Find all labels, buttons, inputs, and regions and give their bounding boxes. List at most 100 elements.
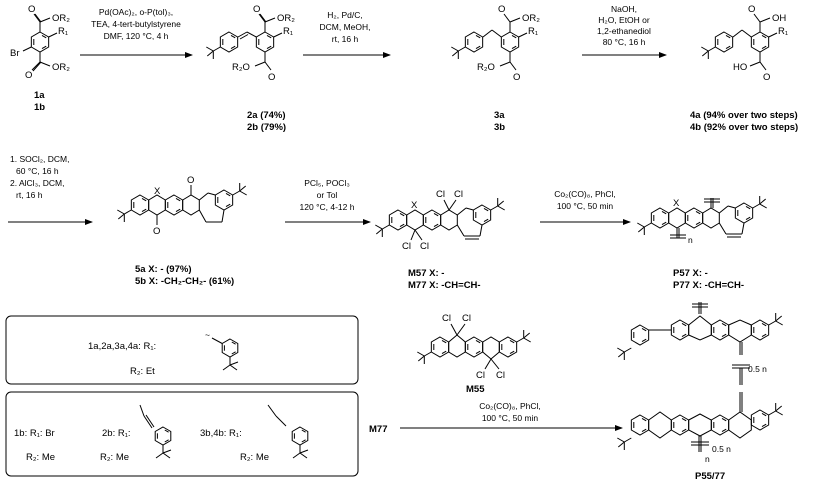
svg-text:O: O [763,72,770,83]
reagents-step-1: Pd(OAc)₂, o-P(tol)₃, TEA, 4-tert-butylst… [91,7,181,41]
svg-text:Cl: Cl [420,241,429,252]
svg-text:100 °C, 50 min: 100 °C, 50 min [557,201,614,211]
m77-reactant-label: M77 [369,424,387,435]
compound-m55: Cl Cl Cl Cl M55 [416,313,532,395]
svg-text:O: O [513,72,520,83]
svg-text:O: O [187,175,194,186]
legend-box-a-series [5,315,359,385]
svg-text:Pd(OAc)₂, o-P(tol)₃,: Pd(OAc)₂, o-P(tol)₃, [99,7,173,17]
svg-text:M77 X: -CH=CH-: M77 X: -CH=CH- [408,280,481,291]
svg-text:R₁: R₁ [778,26,788,37]
reagents-step-7: Co₂(CO)₈, PhCl, 100 °C, 50 min [479,401,541,423]
o-label: O [28,4,35,15]
svg-text:Cl: Cl [442,313,451,324]
svg-text:M57 X: -: M57 X: - [408,268,444,279]
legend-a-series: 1a,2a,3a,4a: R₁: ~ R₂: Et [88,330,239,377]
svg-text:P77 X: -CH=CH-: P77 X: -CH=CH- [673,280,744,291]
svg-text:H₂, Pd/C,: H₂, Pd/C, [327,10,362,20]
svg-text:2a (74%): 2a (74%) [247,110,286,121]
compound-label-1b: 1b [34,102,45,113]
reagents-step-2: H₂, Pd/C, DCM, MeOH, rt, 16 h [320,10,371,44]
svg-text:Cl: Cl [496,370,505,381]
svg-text:0.5 n: 0.5 n [712,444,731,454]
svg-text:TEA, 4-tert-butylstyrene: TEA, 4-tert-butylstyrene [91,19,181,29]
br-label: Br [10,48,20,59]
svg-text:1. SOCl₂, DCM,: 1. SOCl₂, DCM, [10,154,70,164]
or2-label: OR₂ [52,62,70,73]
svg-text:X: X [673,198,680,209]
legend-box-b-series [5,391,359,477]
svg-text:0.5 n: 0.5 n [748,364,767,374]
svg-text:3a: 3a [494,110,505,121]
svg-text:R₂: Me: R₂: Me [100,452,129,463]
compound-label-1a: 1a [34,90,45,101]
svg-text:Co₂(CO)₈, PhCl,: Co₂(CO)₈, PhCl, [554,189,616,199]
svg-text:R₁: R₁ [528,26,538,37]
svg-text:4b (92% over two steps): 4b (92% over two steps) [690,122,798,133]
svg-text:DMF, 120 °C, 4 h: DMF, 120 °C, 4 h [104,31,169,41]
svg-text:Cl: Cl [402,241,411,252]
compound-3: O OR₂ R₁ O R₂O 3a 3b [450,4,540,133]
svg-text:80 °C, 16 h: 80 °C, 16 h [603,37,646,47]
svg-text:100 °C, 50 min: 100 °C, 50 min [482,413,539,423]
svg-text:R₂: Et: R₂: Et [130,366,155,377]
svg-text:n: n [688,235,693,245]
svg-text:Cl: Cl [436,189,445,200]
svg-text:120 °C, 4-12 h: 120 °C, 4-12 h [300,202,355,212]
svg-text:P57 X: -: P57 X: - [673,268,708,279]
svg-text:PCl₅, POCl₃: PCl₅, POCl₃ [304,178,350,188]
svg-text:5b X: -CH₂-CH₂- (61%): 5b X: -CH₂-CH₂- (61%) [135,276,234,287]
svg-text:Cl: Cl [462,313,471,324]
svg-text:R₂: Me: R₂: Me [240,452,269,463]
svg-text:O: O [498,4,505,15]
svg-text:OR₂: OR₂ [277,13,295,24]
svg-text:1,2-ethanediol: 1,2-ethanediol [597,26,651,36]
reagents-step-5: PCl₅, POCl₃ or Tol 120 °C, 4-12 h [300,178,355,212]
svg-text:P55/77: P55/77 [695,471,725,482]
svg-text:O: O [153,226,160,237]
svg-text:O: O [748,4,755,15]
svg-text:5a X: - (97%): 5a X: - (97%) [135,264,192,275]
svg-text:NaOH,: NaOH, [611,4,637,14]
svg-text:DCM, MeOH,: DCM, MeOH, [320,22,371,32]
svg-text:Cl: Cl [476,370,485,381]
svg-text:OR₂: OR₂ [522,13,540,24]
compound-1: OR₂ O R₁ Br O OR₂ 1a 1b [10,4,70,113]
svg-text:O: O [253,4,260,15]
compound-2: O OR₂ R₁ O R₂O 2a (74%) 2b (79%) [205,4,295,133]
svg-text:OH: OH [772,13,786,24]
svg-text:X: X [411,200,418,211]
reagents-step-3: NaOH, H₂O, EtOH or 1,2-ethanediol 80 °C,… [597,4,651,47]
svg-text:O: O [268,72,275,83]
svg-text:Co₂(CO)₈, PhCl,: Co₂(CO)₈, PhCl, [479,401,541,411]
svg-text:rt, 16 h: rt, 16 h [16,190,43,200]
svg-text:R₂O: R₂O [477,62,495,73]
reagents-step-4: 1. SOCl₂, DCM, 60 °C, 16 h 2. AlCl₃, DCM… [10,154,70,200]
svg-text:R₂O: R₂O [232,62,250,73]
svg-text:2b (79%): 2b (79%) [247,122,286,133]
reagents-step-6: Co₂(CO)₈, PhCl, 100 °C, 50 min [554,189,616,211]
svg-text:H₂O, EtOH or: H₂O, EtOH or [598,15,650,25]
svg-text:rt, 16 h: rt, 16 h [332,34,359,44]
compound-5: X O O 5a X: - (97%) 5b X: -CH₂-CH₂- (61%… [116,175,248,287]
svg-text:HO: HO [733,62,747,73]
svg-text:X: X [154,186,161,197]
svg-text:1a,2a,3a,4a: R₁:: 1a,2a,3a,4a: R₁: [88,341,156,352]
svg-text:or Tol: or Tol [317,190,338,200]
svg-text:R₂: Me: R₂: Me [26,452,55,463]
svg-text:3b: 3b [494,122,505,133]
compound-m57-m77: X Cl Cl Cl Cl M57 X: - M77 X: -CH=CH- [374,189,506,291]
r1-label: R₁ [58,26,68,37]
svg-text:1b: R₁: Br: 1b: R₁: Br [14,428,55,439]
or2-label: OR₂ [52,13,70,24]
o-label: O [25,70,32,81]
legend-b-series: 1b: R₁: Br R₂: Me 2b: R₁: R₂: Me 3b,4b: … [14,404,309,463]
svg-text:2. AlCl₃, DCM,: 2. AlCl₃, DCM, [10,178,64,188]
svg-text:4a (94% over two steps): 4a (94% over two steps) [690,110,798,121]
svg-text:R₁: R₁ [283,26,293,37]
polymer-p57-p77: X n P57 X: - P77 X: -CH=CH- [636,195,768,291]
svg-text:2b: R₁:: 2b: R₁: [102,428,131,439]
compound-4: O OH R₁ O HO 4a (94% over two steps) 4b … [690,4,798,133]
